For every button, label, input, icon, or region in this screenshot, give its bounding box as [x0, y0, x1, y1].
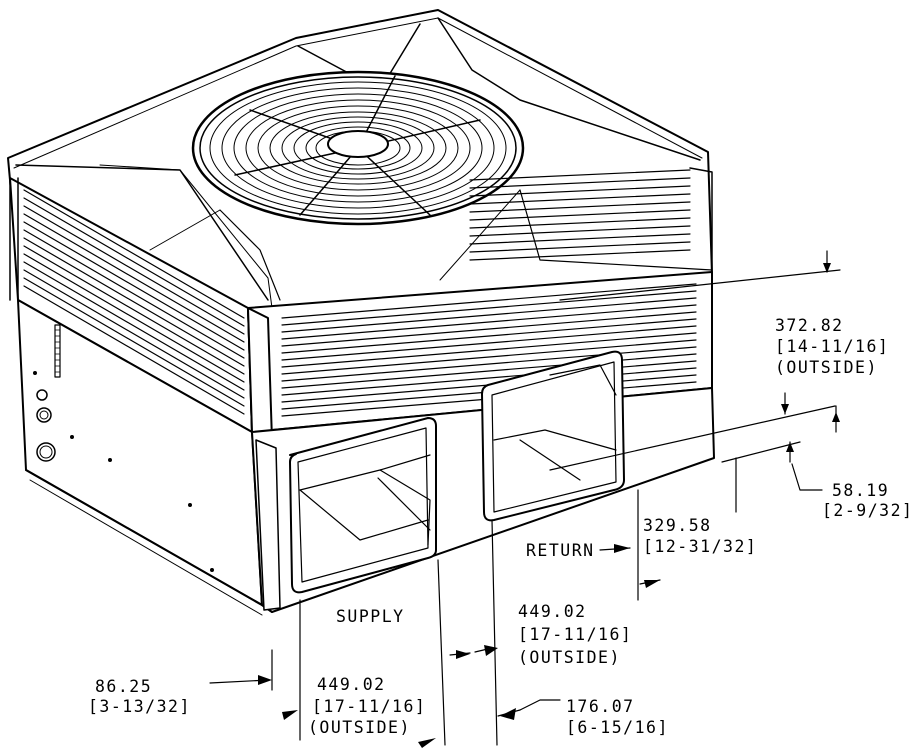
return-height-inch: [12-31/32]	[643, 537, 758, 556]
opening-gap-inch: [6-15/16]	[566, 718, 669, 737]
opening-gap-mm: 176.07	[566, 697, 635, 716]
return-height-mm: 329.58	[643, 516, 712, 535]
fan-guard	[193, 72, 523, 224]
base-offset-inch: [2-9/32]	[822, 501, 914, 520]
supply-offset-inch: [3-13/32]	[88, 697, 191, 716]
dimension-lines	[210, 251, 840, 748]
supply-width-inch: [17-11/16]	[312, 697, 427, 716]
return-label: RETURN	[526, 541, 595, 560]
supply-width-note: (OUTSIDE)	[308, 718, 411, 737]
base-offset-mm: 58.19	[832, 481, 890, 500]
return-width-mm: 449.02	[518, 602, 587, 621]
supply-offset-mm: 86.25	[95, 677, 153, 696]
supply-label: SUPPLY	[336, 607, 405, 626]
height-outside-note: (OUTSIDE)	[775, 358, 878, 377]
height-outside-inch: [14-11/16]	[775, 337, 890, 356]
return-width-note: (OUTSIDE)	[518, 648, 621, 667]
return-opening	[482, 352, 624, 521]
supply-width-mm: 449.02	[317, 675, 386, 694]
height-extension-top	[560, 270, 840, 300]
supply-opening	[290, 418, 436, 592]
return-width-inch: [17-11/16]	[518, 625, 633, 644]
height-outside-mm: 372.82	[775, 316, 844, 335]
